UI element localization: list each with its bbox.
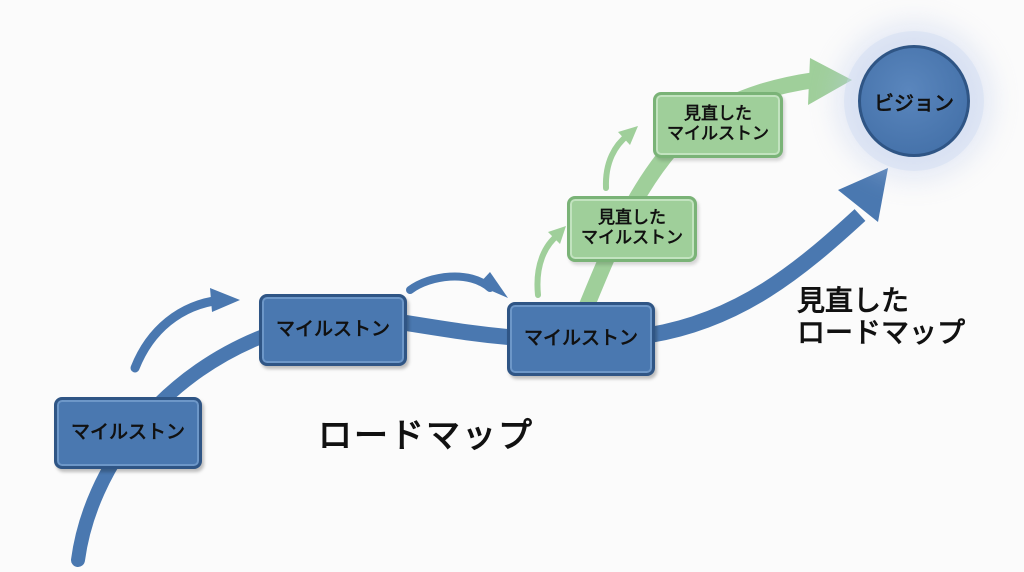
green-step-arrow-1-head <box>548 226 566 244</box>
green-step-arrow-2-head <box>618 126 638 145</box>
revised-milestone-box-1: 見直した マイルストン <box>567 196 697 262</box>
step-arrow-2 <box>406 272 494 294</box>
revised-roadmap-path <box>648 209 866 343</box>
revised-milestone-box-2: 見直した マイルストン <box>653 92 783 158</box>
step-arrow-2-head <box>478 272 508 298</box>
milestone-label: マイルストン <box>275 318 390 341</box>
milestone-label: マイルストン <box>523 327 638 350</box>
vision-label: ビジョン <box>874 90 954 115</box>
revised-milestone-line2: マイルストン <box>581 228 683 248</box>
revised-roadmap-arrowhead <box>838 168 888 222</box>
milestone-box-3: マイルストン <box>507 302 655 376</box>
revised-milestone-line1: 見直した <box>684 104 752 125</box>
revised-milestone-line1: 見直した <box>598 208 666 229</box>
green-step-arrow-2 <box>602 132 631 191</box>
revised-roadmap-label: 見直した ロードマップ <box>797 284 966 350</box>
roadmap-label: ロードマップ <box>318 416 534 456</box>
milestone-label: マイルストン <box>70 421 185 444</box>
green-step-arrow-1 <box>534 232 561 298</box>
roadmap-path-middle <box>398 314 521 346</box>
milestone-box-1: マイルストン <box>54 397 202 469</box>
step-arrow-1 <box>130 295 225 373</box>
milestone-box-2: マイルストン <box>259 294 407 366</box>
revised-roadmap-label-line1: 見直した <box>797 284 910 317</box>
green-arrowhead <box>808 58 852 105</box>
vision-circle: ビジョン <box>858 45 970 157</box>
step-arrow-1-head <box>210 288 240 312</box>
revised-roadmap-label-line2: ロードマップ <box>797 316 966 350</box>
revised-milestone-line2: マイルストン <box>667 124 769 144</box>
